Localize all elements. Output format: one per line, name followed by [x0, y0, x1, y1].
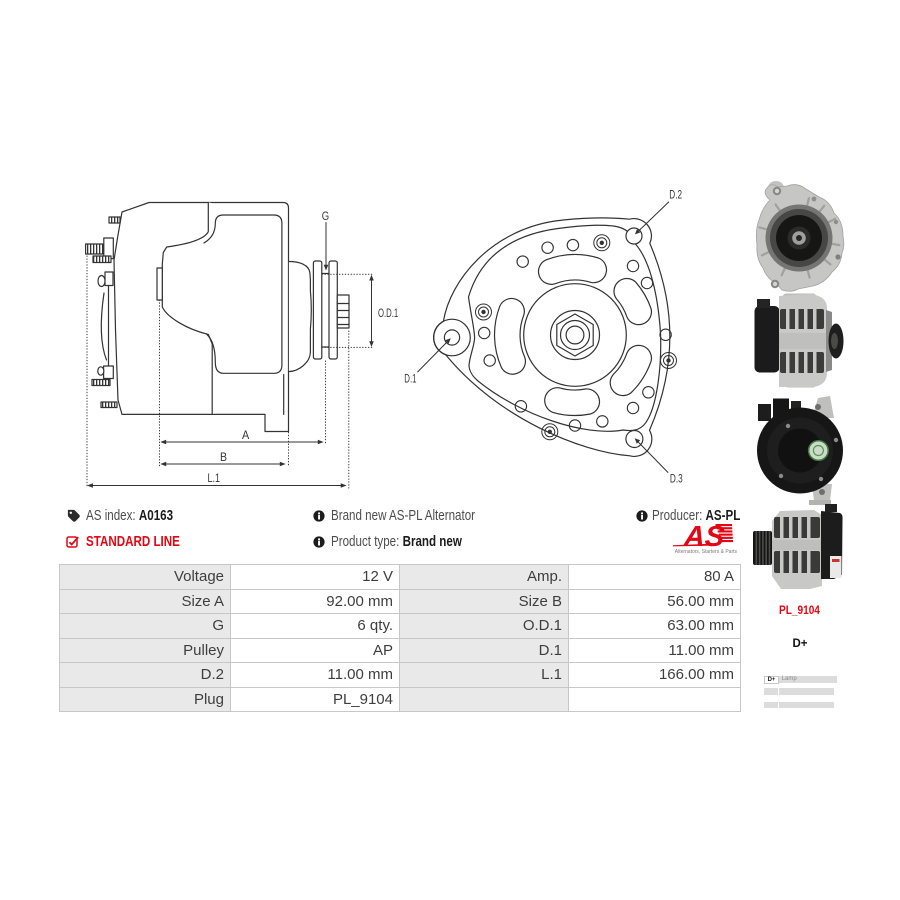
svg-text:D.1: D.1 [404, 374, 416, 386]
svg-text:O.D.1: O.D.1 [378, 308, 398, 320]
svg-text:B: B [220, 452, 227, 464]
svg-text:D.2: D.2 [669, 190, 682, 202]
svg-text:Alternators, Starters & Parts: Alternators, Starters & Parts [675, 549, 738, 555]
svg-text:A: A [242, 430, 250, 442]
svg-text:AS: AS [682, 522, 726, 553]
svg-text:D.3: D.3 [670, 474, 683, 486]
svg-text:L.1: L.1 [208, 473, 221, 485]
svg-text:G: G [322, 211, 329, 223]
